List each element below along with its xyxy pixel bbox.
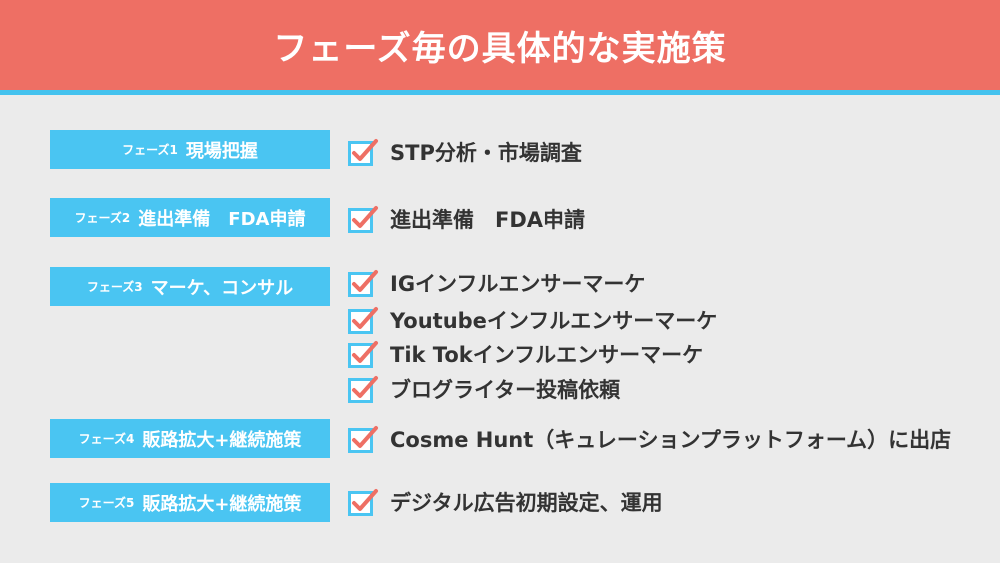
phase-number: フェーズ1 (122, 143, 178, 157)
item-label: デジタル広告初期設定、運用 (390, 491, 663, 515)
checkbox-checked-icon (348, 426, 378, 453)
phase-name: 進出準備 FDA申請 (138, 208, 306, 230)
phase-label-3: フェーズ3 マーケ、コンサル (50, 267, 330, 306)
phase-label-1: フェーズ1 現場把握 (50, 130, 330, 169)
phase-name: マーケ、コンサル (150, 277, 294, 299)
item-label: STP分析・市場調査 (390, 141, 582, 165)
checkbox-checked-icon (348, 341, 378, 368)
checklist-item: STP分析・市場調査 (348, 136, 582, 168)
checklist-item: Youtubeインフルエンサーマーケ (348, 304, 717, 336)
checklist-item: Tik Tokインフルエンサーマーケ (348, 338, 703, 370)
phase-number: フェーズ2 (74, 211, 131, 225)
page-title: フェーズ毎の具体的な実施策 (273, 28, 727, 69)
checkbox-checked-icon (348, 139, 378, 166)
header-divider (0, 90, 1000, 95)
item-label: Youtubeインフルエンサーマーケ (390, 309, 718, 333)
checkbox-checked-icon (348, 489, 378, 516)
phase-label-4: フェーズ4 販路拡大+継続施策 (50, 419, 330, 458)
phase-number: フェーズ5 (78, 496, 135, 510)
item-label: ブログライター投稿依頼 (390, 378, 621, 402)
phase-name: 現場把握 (185, 140, 258, 162)
phase-name: 販路拡大+継続施策 (142, 429, 302, 451)
checkbox-checked-icon (348, 270, 378, 297)
item-label: Cosme Hunt（キュレーションプラットフォーム）に出店 (390, 428, 952, 452)
checklist-item: デジタル広告初期設定、運用 (348, 486, 663, 518)
checklist-item: IGインフルエンサーマーケ (348, 267, 645, 299)
phase-label-2: フェーズ2 進出準備 FDA申請 (50, 198, 330, 237)
checkbox-checked-icon (348, 376, 378, 403)
phase-name: 販路拡大+継続施策 (142, 493, 302, 515)
item-label: Tik Tokインフルエンサーマーケ (390, 343, 704, 367)
checklist-item: 進出準備 FDA申請 (348, 203, 585, 235)
checklist-item: Cosme Hunt（キュレーションプラットフォーム）に出店 (348, 423, 951, 455)
header-banner: フェーズ毎の具体的な実施策 (0, 0, 1000, 90)
phase-number: フェーズ4 (78, 432, 135, 446)
phase-label-5: フェーズ5 販路拡大+継続施策 (50, 483, 330, 522)
item-label: IGインフルエンサーマーケ (390, 272, 646, 296)
checkbox-checked-icon (348, 307, 378, 334)
checkbox-checked-icon (348, 206, 378, 233)
item-label: 進出準備 FDA申請 (390, 208, 586, 232)
phase-number: フェーズ3 (86, 280, 143, 294)
checklist-item: ブログライター投稿依頼 (348, 373, 620, 405)
